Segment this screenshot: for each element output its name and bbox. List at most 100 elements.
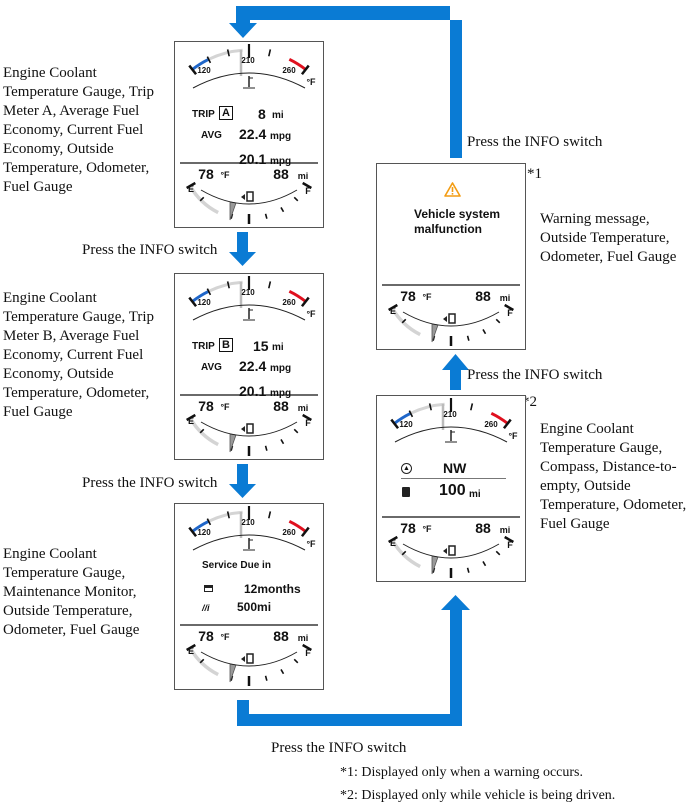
fuel-needle	[229, 433, 237, 453]
fuel-door-arrow	[241, 194, 245, 200]
odometer-unit: mi	[500, 525, 511, 535]
footnote-2: *2: Displayed only while vehicle is bein…	[340, 788, 616, 803]
current-unit: mpg	[270, 388, 292, 399]
outside-temp-unit: °F	[220, 170, 230, 180]
fuel-tick-f	[302, 181, 312, 190]
fuel-tick-e	[388, 303, 398, 312]
temp-label-210: 210	[443, 410, 457, 419]
coolant-thermometer-icon	[243, 308, 255, 321]
fuel-label-empty: E	[390, 538, 396, 548]
temp-tick	[390, 418, 400, 430]
temp-tick	[408, 410, 414, 418]
temp-tick	[206, 288, 212, 296]
fuel-pump-icon	[241, 191, 254, 202]
fuel-tick-e	[388, 535, 398, 544]
arrow-screen1-to-screen2	[229, 232, 256, 266]
fuel-tick-e	[186, 413, 196, 422]
fuel-pump-body	[448, 545, 456, 556]
fuel-needle	[229, 663, 237, 683]
screen3-description: Engine Coolant Temperature Gauge, Mainte…	[3, 546, 140, 638]
fuel-door-arrow	[241, 656, 245, 662]
outside-temp-unit: °F	[422, 524, 432, 534]
outside-temp-value: 78	[198, 398, 214, 414]
outside-temp-unit: °F	[422, 292, 432, 302]
temp-tick	[470, 403, 474, 411]
temp-tick	[188, 526, 198, 538]
fuel-pump-body	[246, 191, 254, 202]
temp-tick	[300, 296, 310, 308]
temp-tick	[502, 418, 512, 430]
avg-value: 22.4	[239, 126, 267, 142]
compass-divider	[401, 478, 506, 479]
fuel-door-arrow	[443, 316, 447, 322]
months-value: 12months	[244, 582, 301, 596]
temp-label-260: 260	[282, 528, 296, 537]
fuel-level-fill	[390, 539, 421, 569]
fuel-tick	[293, 196, 299, 202]
trip-label: TRIP	[192, 109, 215, 120]
fuel-level-fill	[390, 307, 421, 337]
temp-tick	[268, 49, 272, 57]
trip-label: TRIP	[192, 341, 215, 352]
warning-line-2: malfunction	[414, 222, 482, 236]
temp-label-260: 260	[282, 66, 296, 75]
info-switch-label-3: Press the INFO switch	[271, 740, 407, 756]
marker-1: *1	[527, 166, 542, 182]
fuel-tick	[264, 675, 268, 681]
fuel-pump-body	[246, 653, 254, 664]
fuel-door-arrow	[241, 426, 245, 432]
outside-temp-unit: °F	[220, 632, 230, 642]
fuel-tick-f	[504, 535, 514, 544]
fuel-tick	[482, 561, 487, 567]
fuel-pump-icon	[402, 487, 410, 497]
fuel-tick	[280, 207, 285, 213]
temp-label-210: 210	[241, 518, 255, 527]
fuel-label-full: F	[305, 418, 311, 428]
info-switch-label-5: Press the INFO switch	[467, 134, 603, 150]
fuel-pump-icon	[443, 545, 456, 556]
fuel-tick	[280, 669, 285, 675]
fuel-tick	[264, 213, 268, 219]
odometer-value: 88	[475, 288, 491, 304]
temp-unit-label: °F	[508, 431, 518, 441]
fuel-label-empty: E	[188, 646, 194, 656]
trip-id-box: B	[219, 338, 233, 352]
fuel-inner-arc	[200, 421, 298, 437]
info-switch-label-2: Press the INFO switch	[82, 475, 218, 491]
fuel-label-empty: E	[188, 416, 194, 426]
fuel-inner-arc	[402, 543, 500, 559]
temp-label-120: 120	[197, 528, 211, 537]
temp-inner-arc	[192, 534, 306, 551]
fuel-tick-e	[186, 643, 196, 652]
outside-temp-value: 78	[400, 288, 416, 304]
outside-temp-value: 78	[198, 166, 214, 182]
fuel-tick	[199, 196, 205, 202]
service-title: Service Due in	[202, 560, 271, 571]
temp-tick	[300, 64, 310, 76]
fuel-pump-icon	[241, 423, 254, 434]
fuel-inner-arc	[200, 189, 298, 205]
temp-label-120: 120	[399, 420, 413, 429]
temp-tick	[226, 281, 230, 289]
fuel-level-fill	[188, 647, 219, 677]
fuel-tick	[495, 318, 501, 324]
fuel-needle	[431, 555, 439, 575]
current-unit: mpg	[270, 156, 292, 167]
avg-value: 22.4	[239, 358, 267, 374]
outside-temp-unit: °F	[220, 402, 230, 412]
odometer-value: 88	[273, 166, 289, 182]
avg-label: AVG	[201, 130, 222, 141]
temp-inner-arc	[192, 304, 306, 321]
fuel-label-full: F	[305, 648, 311, 658]
fuel-label-empty: E	[390, 306, 396, 316]
fuel-tick	[199, 428, 205, 434]
